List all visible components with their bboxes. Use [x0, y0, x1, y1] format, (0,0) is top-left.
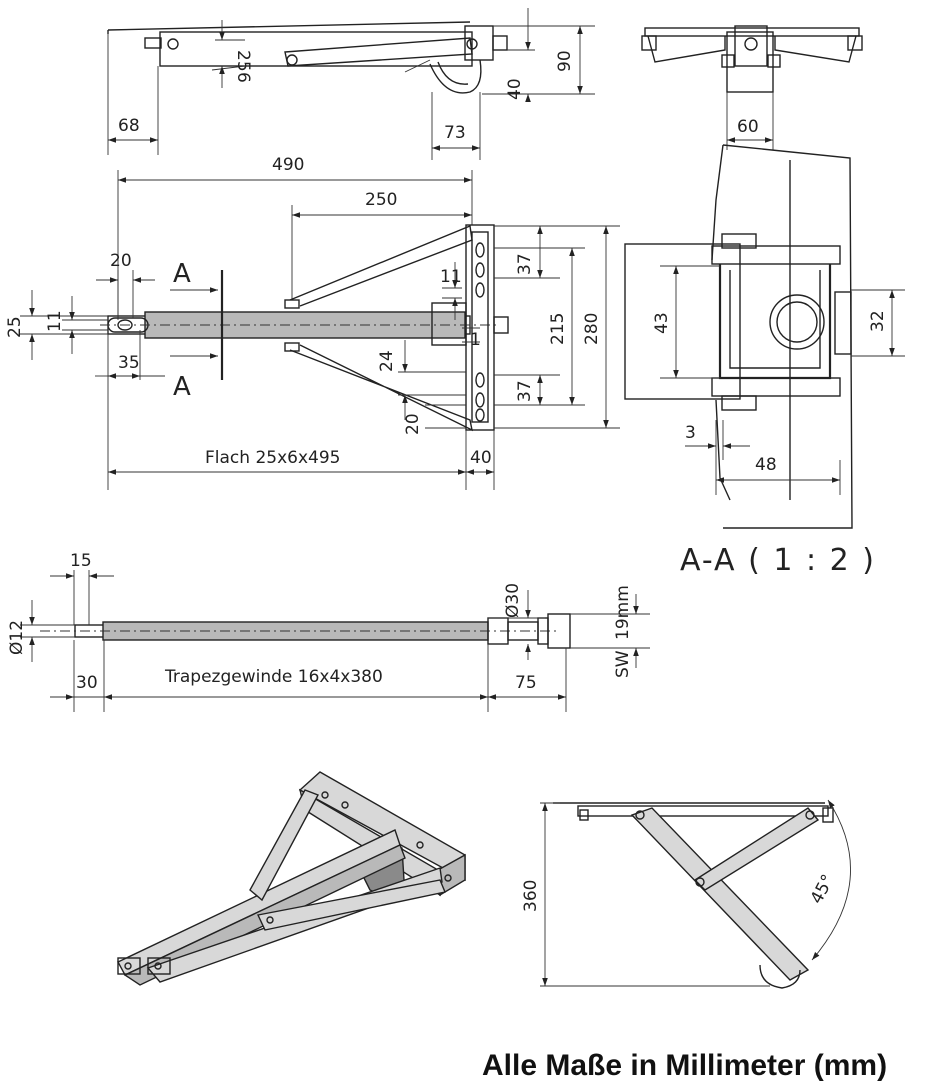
- dim-490: 490: [272, 155, 304, 175]
- dim-19mm: 19mm: [613, 585, 633, 640]
- dim-40-bottom: 40: [470, 448, 492, 468]
- footer-note: Alle Maße in Millimeter (mm): [482, 1049, 887, 1082]
- dim-90: 90: [555, 50, 575, 72]
- dim-diam-12: Ø12: [7, 620, 27, 655]
- front-view: 490 250 A A: [5, 155, 620, 490]
- dim-11-left: 11: [45, 310, 65, 332]
- dim-20b: 20: [403, 413, 423, 435]
- dim-6: 6: [233, 72, 253, 83]
- dim-43: 43: [652, 312, 672, 334]
- dim-280: 280: [582, 313, 602, 345]
- section-a-a: 43 32 3 48 A-A ( 1 : 2 ): [624, 144, 905, 578]
- dim-60: 60: [737, 117, 759, 137]
- dim-45-deg: 45°: [807, 871, 839, 907]
- isometric-view: [117, 771, 466, 986]
- dim-37-top: 37: [515, 253, 535, 275]
- top-view: 68 25 6 73 40 90: [107, 8, 595, 160]
- thread-label: Trapezgewinde 16x4x380: [164, 667, 383, 687]
- spindle-view: 15 Ø12 Ø30 19mm SW 30 Trapezgewinde 16x4…: [7, 551, 650, 712]
- end-view: 60: [641, 25, 863, 150]
- dim-215: 215: [548, 313, 568, 345]
- flat-label: Flach 25x6x495: [205, 448, 340, 468]
- dim-250: 250: [365, 190, 397, 210]
- dim-40: 40: [505, 78, 525, 100]
- dim-24: 24: [377, 350, 397, 372]
- dim-25: 25: [233, 50, 253, 72]
- dim-sw: SW: [613, 650, 633, 678]
- dim-48: 48: [755, 455, 777, 475]
- dim-68: 68: [118, 116, 140, 136]
- dim-30: 30: [76, 673, 98, 693]
- dim-1: 1: [470, 330, 481, 350]
- dim-3: 3: [685, 423, 696, 443]
- dim-20a: 20: [110, 251, 132, 271]
- dim-32: 32: [868, 310, 888, 332]
- dim-73: 73: [444, 123, 466, 143]
- dim-360: 360: [521, 880, 541, 912]
- section-marker-bottom: A: [173, 372, 191, 402]
- dim-35: 35: [118, 353, 140, 373]
- dim-diam-30: Ø30: [503, 583, 523, 618]
- dim-11-right: 11: [440, 267, 462, 287]
- section-marker-top: A: [173, 259, 191, 289]
- section-title: A-A ( 1 : 2 ): [680, 543, 876, 578]
- dim-75: 75: [515, 673, 537, 693]
- dim-25-left: 25: [5, 316, 25, 338]
- dim-15: 15: [70, 551, 92, 571]
- side-view: 360 45°: [521, 799, 851, 989]
- dim-37-bottom: 37: [515, 380, 535, 402]
